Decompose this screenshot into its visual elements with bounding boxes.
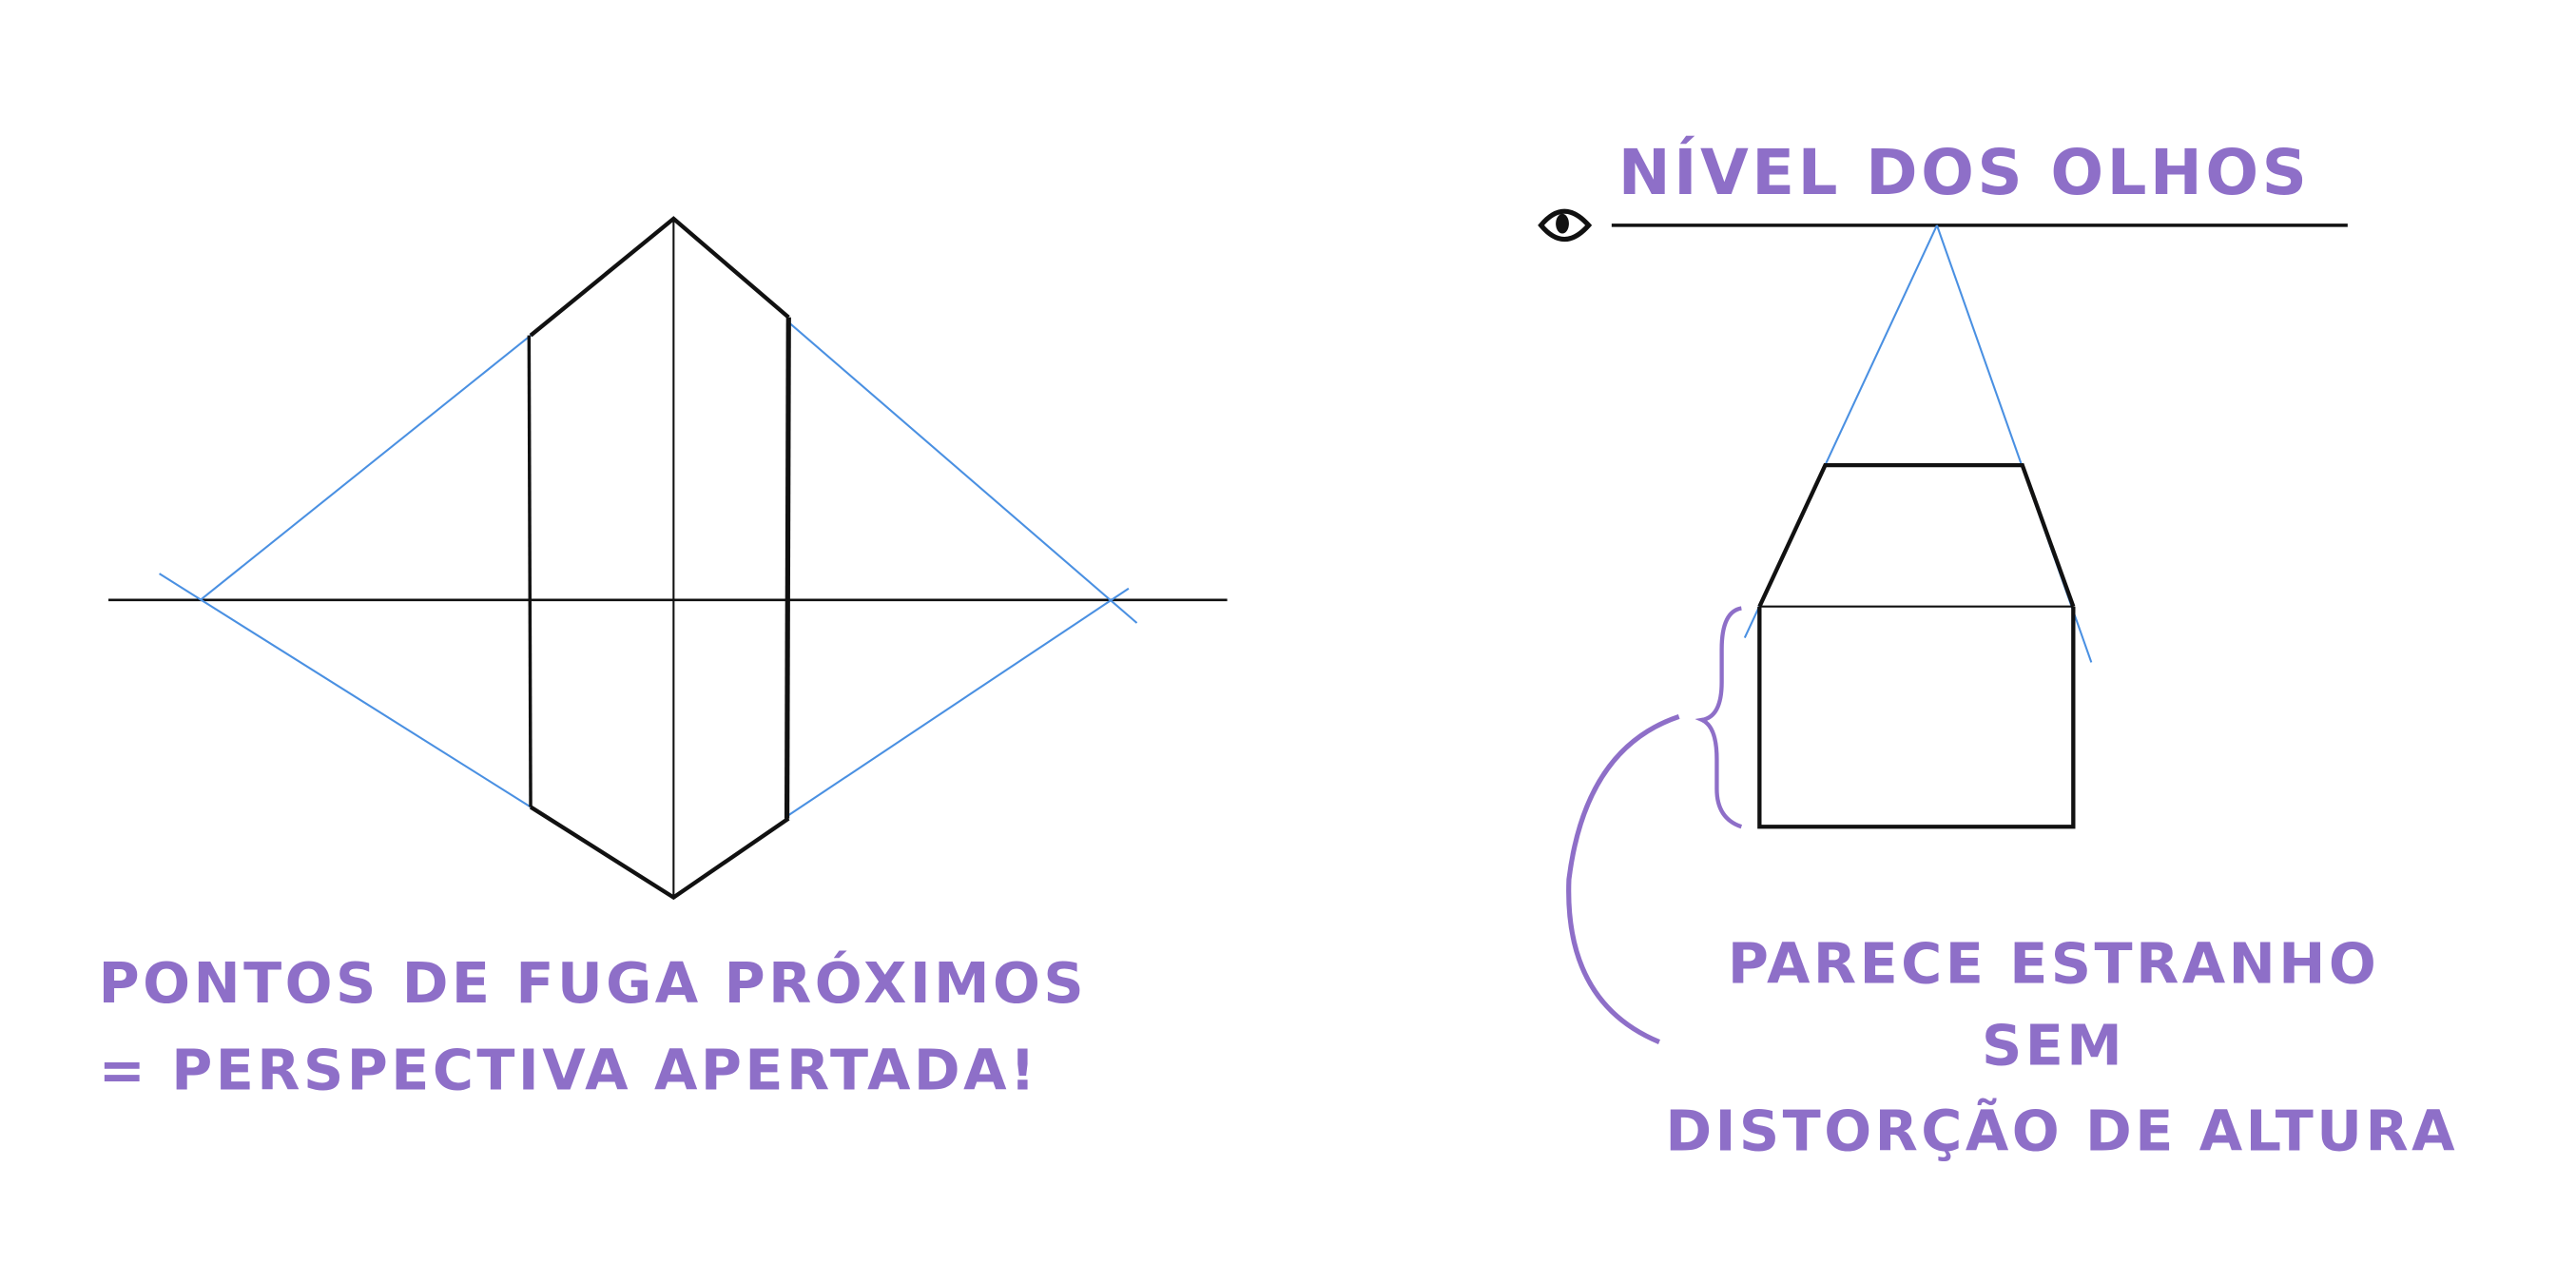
box-outline-right <box>1757 462 2076 829</box>
left-diagram: PONTOS DE FUGA PRÓXIMOS = PERSPECTIVA AP… <box>99 216 1228 1103</box>
pointer-curve <box>1566 714 1680 1044</box>
right-caption-line3: DISTORÇÃO DE ALTURA <box>1665 1099 2458 1164</box>
left-caption-line1: PONTOS DE FUGA PRÓXIMOS <box>99 950 1088 1016</box>
vanishing-guides <box>159 321 1138 816</box>
height-brace <box>1695 606 1743 829</box>
right-caption-line1: PARECE ESTRANHO <box>1728 930 2379 996</box>
right-diagram: NÍVEL DOS OLHOS PARECE ESTRANHO SEM DIST… <box>1538 135 2458 1164</box>
vanishing-guides-right <box>1743 224 2093 663</box>
box-outline <box>527 216 791 901</box>
left-caption-line2: = PERSPECTIVA APERTADA! <box>99 1038 1039 1103</box>
eye-icon <box>1538 208 1593 242</box>
right-caption-line2: SEM <box>1982 1013 2125 1079</box>
eye-level-label: NÍVEL DOS OLHOS <box>1618 135 2311 209</box>
